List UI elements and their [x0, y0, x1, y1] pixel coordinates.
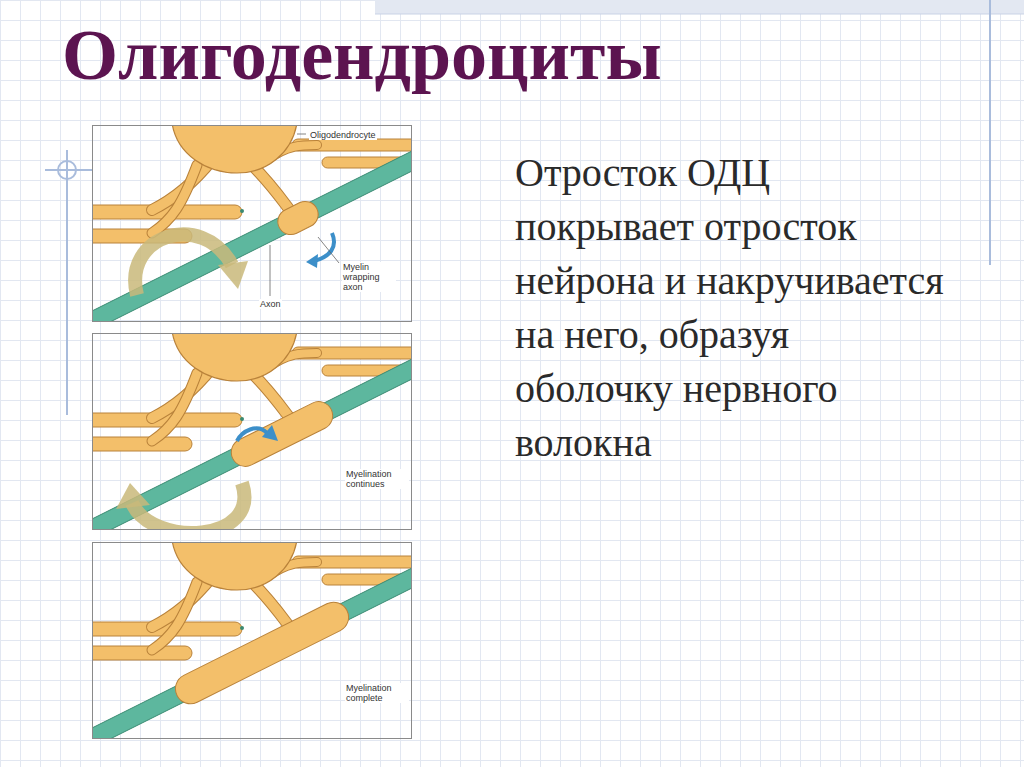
- panel-label: Myelin wrapping axon: [342, 262, 396, 292]
- illustration-panel: Myelination complete: [92, 542, 412, 739]
- panel-label: Myelination complete: [345, 683, 409, 703]
- myelination-step-1: [92, 125, 412, 322]
- left-rule: [66, 150, 68, 415]
- panel-label: Myelination continues: [345, 469, 409, 489]
- body-text: Отросток ОДЦ покрывает отросток нейрона …: [515, 146, 947, 470]
- slide-title: Олигодендроциты: [62, 14, 662, 97]
- right-rule: [989, 0, 991, 265]
- left-rule-cross: [45, 169, 92, 171]
- top-band: [375, 0, 1024, 14]
- illustration-panel: Myelination continues: [92, 333, 412, 530]
- panel-label: Axon: [259, 299, 282, 309]
- illustration-panel: OligodendrocyteMyelin wrapping axonAxon: [92, 125, 412, 322]
- myelination-step-3: [92, 542, 412, 739]
- left-rule-circle: [58, 161, 76, 179]
- myelination-step-2: [92, 333, 412, 530]
- panel-label: Oligodendrocyte: [309, 130, 377, 140]
- top-band-edge: [375, 14, 1024, 15]
